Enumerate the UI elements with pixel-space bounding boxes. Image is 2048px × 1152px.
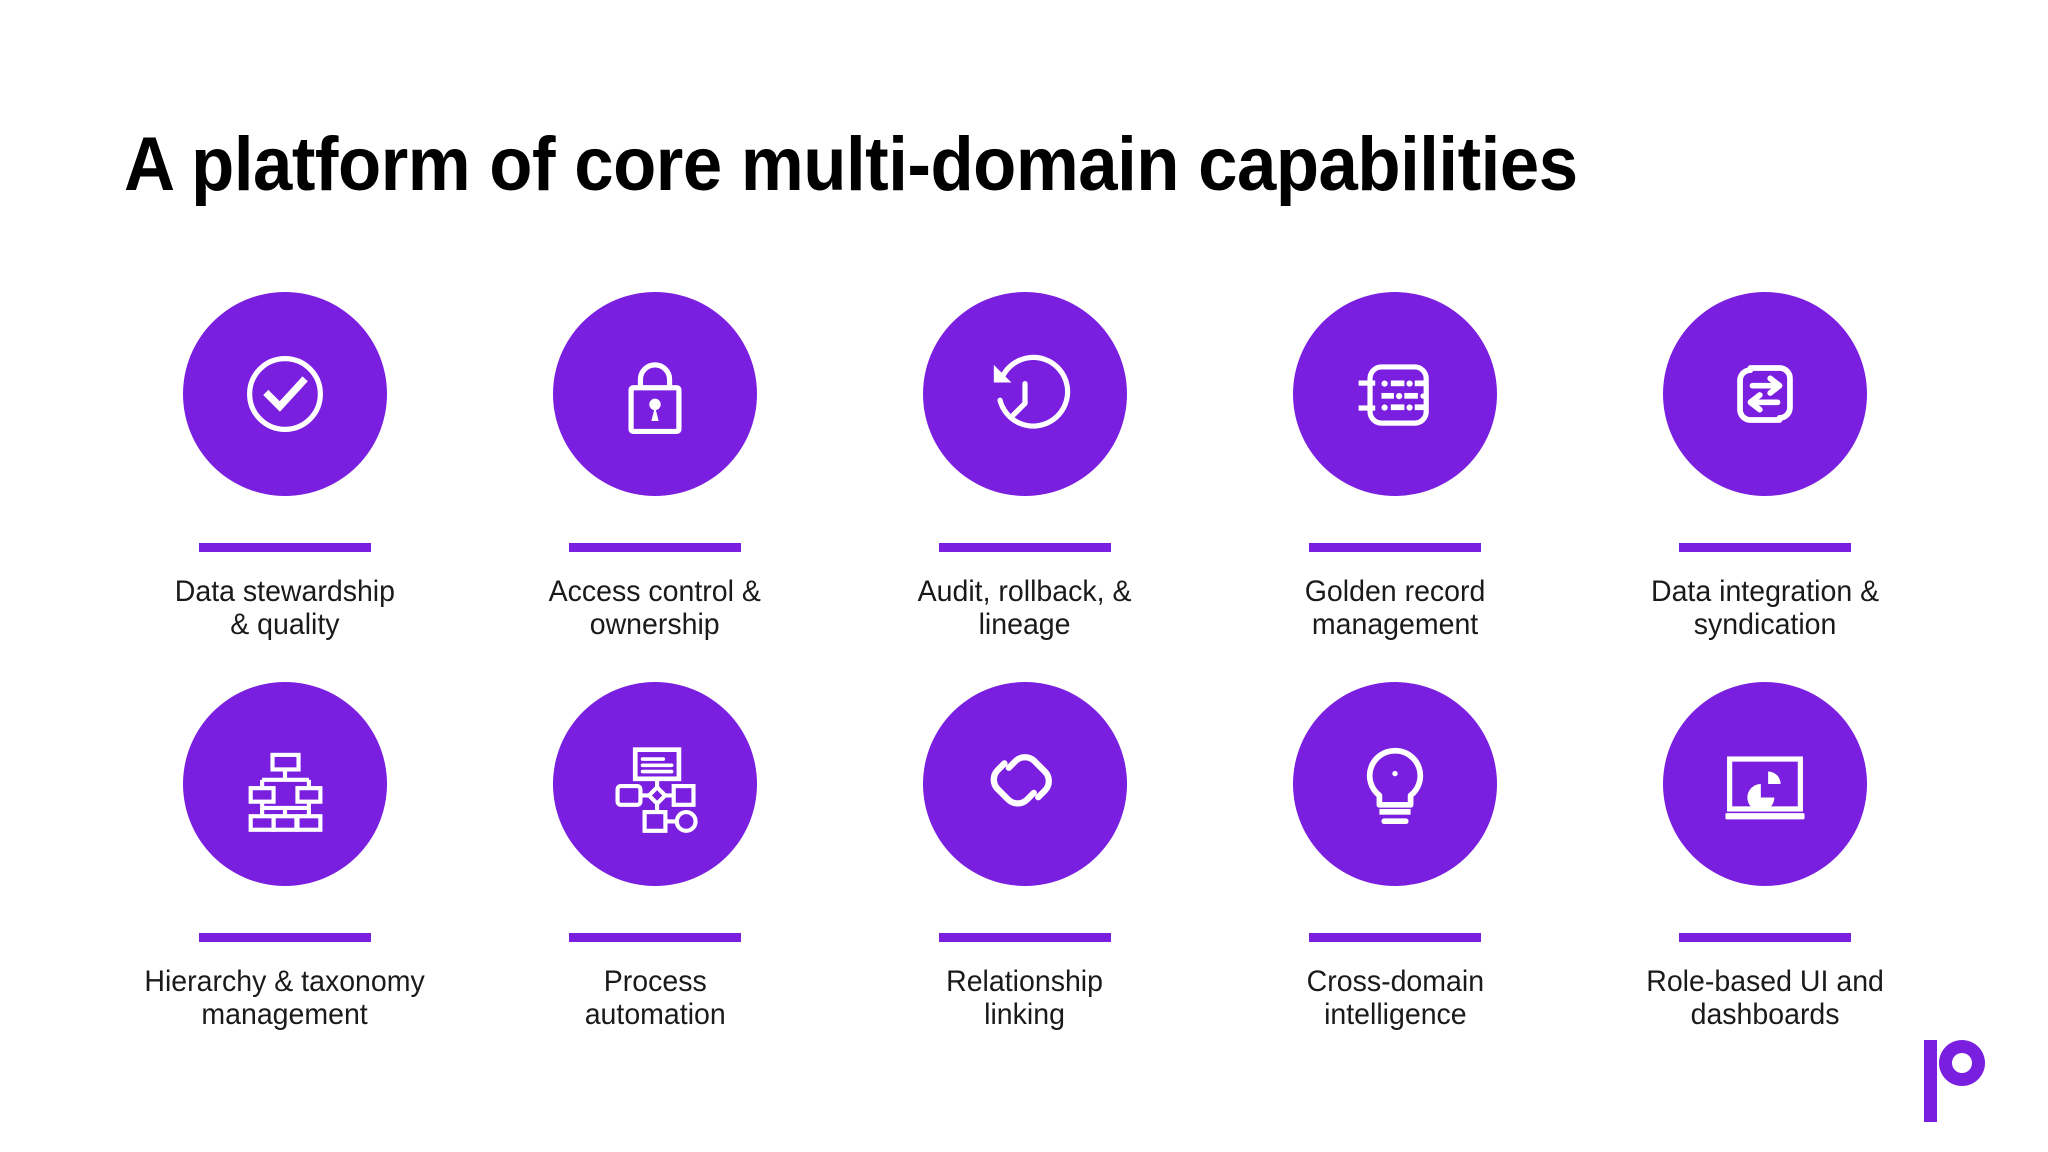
capability-label: Hierarchy & taxonomy management bbox=[145, 965, 425, 1031]
capability-label-line1: Golden record bbox=[1304, 575, 1486, 608]
capability-divider-bar bbox=[939, 543, 1111, 552]
capability-label: Role-based UI and dashboards bbox=[1646, 965, 1884, 1031]
capability-item-golden-record[interactable]: Golden record management bbox=[1210, 292, 1580, 682]
capability-label-line2: dashboards bbox=[1690, 998, 1840, 1031]
capability-item-cross-domain-intelligence[interactable]: Cross-domain intelligence bbox=[1210, 682, 1580, 1072]
capability-icon-badge bbox=[923, 682, 1127, 886]
capability-label: Cross-domain intelligence bbox=[1306, 965, 1483, 1031]
capability-label-line1: Access control & bbox=[548, 575, 762, 608]
capability-divider-bar bbox=[939, 933, 1111, 942]
capability-label: Data stewardship & quality bbox=[175, 575, 395, 641]
capability-divider-bar bbox=[1679, 933, 1851, 942]
capability-label-line1: Audit, rollback, & bbox=[918, 575, 1132, 608]
capability-label: Audit, rollback, & lineage bbox=[918, 575, 1132, 641]
capability-label-line1: Process bbox=[603, 965, 707, 998]
data-sync-arrows-icon bbox=[1737, 365, 1793, 423]
capability-item-data-stewardship[interactable]: Data stewardship & quality bbox=[100, 292, 470, 682]
capability-icon-badge bbox=[1663, 292, 1867, 496]
capability-item-hierarchy-taxonomy[interactable]: Hierarchy & taxonomy management bbox=[100, 682, 470, 1072]
capability-divider-bar bbox=[1679, 543, 1851, 552]
padlock-icon bbox=[628, 362, 682, 435]
capability-label-line1: Hierarchy & taxonomy bbox=[144, 965, 426, 998]
clock-rollback-icon bbox=[993, 354, 1071, 429]
capability-label: Process automation bbox=[584, 965, 725, 1031]
dashboard-piechart-icon bbox=[1725, 756, 1805, 820]
page-title: A platform of core multi-domain capabili… bbox=[124, 121, 1578, 207]
capability-icon-badge bbox=[183, 682, 387, 886]
capability-item-audit-rollback[interactable]: Audit, rollback, & lineage bbox=[840, 292, 1210, 682]
capability-divider-bar bbox=[569, 543, 741, 552]
capability-label: Golden record management bbox=[1305, 575, 1486, 641]
capability-label-line2: management bbox=[1311, 608, 1479, 641]
p-brand-logo bbox=[1920, 1040, 1986, 1122]
p-logo-icon bbox=[1924, 1040, 1985, 1122]
capability-divider-bar bbox=[199, 933, 371, 942]
capability-label-line1: Relationship bbox=[946, 965, 1104, 998]
capabilities-grid: Data stewardship & quality Access contro… bbox=[100, 292, 1950, 1072]
capability-icon-badge bbox=[1663, 682, 1867, 886]
capability-label-line1: Data integration & bbox=[1650, 575, 1880, 608]
lightbulb-icon bbox=[1366, 747, 1424, 825]
capability-label-line2: & quality bbox=[230, 608, 340, 641]
record-ledger-icon bbox=[1358, 364, 1429, 426]
capability-item-access-control[interactable]: Access control & ownership bbox=[470, 292, 840, 682]
capability-icon-badge bbox=[183, 292, 387, 496]
hierarchy-tree-icon bbox=[248, 752, 323, 832]
capability-label: Relationship linking bbox=[947, 965, 1104, 1031]
capability-item-process-automation[interactable]: Process automation bbox=[470, 682, 840, 1072]
capability-icon-badge bbox=[553, 682, 757, 886]
capability-divider-bar bbox=[1309, 543, 1481, 552]
capability-divider-bar bbox=[569, 933, 741, 942]
capability-label-line1: Data stewardship bbox=[174, 575, 396, 608]
capability-icon-badge bbox=[553, 292, 757, 496]
capability-divider-bar bbox=[199, 543, 371, 552]
capability-label-line2: ownership bbox=[590, 608, 720, 641]
capability-label-line1: Role-based UI and bbox=[1646, 965, 1884, 998]
chain-link-icon bbox=[990, 754, 1052, 807]
capability-label-line2: intelligence bbox=[1323, 998, 1467, 1031]
capability-label-line2: linking bbox=[984, 998, 1066, 1031]
capability-divider-bar bbox=[1309, 933, 1481, 942]
capability-label: Access control & ownership bbox=[549, 575, 761, 641]
capability-item-role-based-dashboards[interactable]: Role-based UI and dashboards bbox=[1580, 682, 1950, 1072]
capability-icon-badge bbox=[1293, 682, 1497, 886]
check-circle-icon bbox=[247, 356, 323, 432]
capability-label-line2: management bbox=[201, 998, 369, 1031]
capability-label-line1: Cross-domain bbox=[1306, 965, 1484, 998]
capability-item-relationship-linking[interactable]: Relationship linking bbox=[840, 682, 1210, 1072]
workflow-flowchart-icon bbox=[615, 747, 698, 833]
capability-label: Data integration & syndication bbox=[1651, 575, 1879, 641]
capability-label-line2: syndication bbox=[1693, 608, 1837, 641]
capability-label-line2: lineage bbox=[979, 608, 1071, 641]
capability-item-data-integration[interactable]: Data integration & syndication bbox=[1580, 292, 1950, 682]
capability-icon-badge bbox=[1293, 292, 1497, 496]
capability-label-line2: automation bbox=[584, 998, 726, 1031]
capability-icon-badge bbox=[923, 292, 1127, 496]
